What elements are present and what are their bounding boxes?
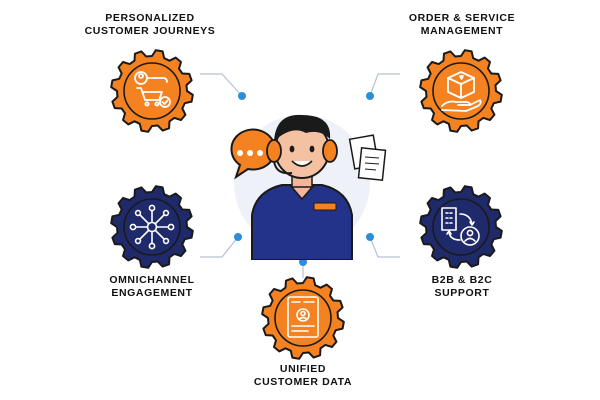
support-agent-illustration [210,95,390,261]
label-personalized: PERSONALIZED CUSTOMER JOURNEYS [70,12,230,38]
gear-unified [260,275,346,361]
network-hub-icon [129,204,175,250]
documents-icon [348,134,387,181]
label-unified-line1: UNIFIED [279,363,327,375]
dot-order [366,92,374,100]
label-personalized-line2: CUSTOMER JOURNEYS [84,25,216,37]
connector-order [369,73,400,97]
gear-personalized [109,48,195,134]
speech-bubble-icon [230,128,277,180]
headset-icon [266,139,338,175]
label-unified-line2: CUSTOMER DATA [253,376,353,388]
connector-b2b [369,236,400,258]
dot-b2b [366,233,374,241]
gear-order [418,48,504,134]
dot-omnichannel [234,233,242,241]
dot-unified [299,258,307,266]
label-order-line1: ORDER & SERVICE [408,12,516,24]
label-order: ORDER & SERVICE MANAGEMENT [382,12,542,38]
connector-omnichannel [200,236,239,258]
label-personalized-line1: PERSONALIZED [105,12,195,24]
label-omnichannel-line1: OMNICHANNEL [109,274,195,286]
connector-personalized [200,73,243,97]
label-b2b-line2: SUPPORT [434,287,490,299]
package-hand-icon [441,71,482,112]
label-b2b-line1: B2B & B2C [431,274,493,286]
shopping-journey-icon [134,71,171,108]
label-order-line2: MANAGEMENT [420,25,504,37]
label-omnichannel-line2: ENGAGEMENT [111,287,193,299]
gear-omnichannel [109,184,195,270]
label-omnichannel: OMNICHANNEL ENGAGEMENT [72,274,232,300]
gear-b2b [418,184,504,270]
building-person-icon [441,207,480,246]
customer-profile-icon [287,296,319,338]
label-unified: UNIFIED CUSTOMER DATA [223,363,383,389]
dot-personalized [238,92,246,100]
label-b2b: B2B & B2C SUPPORT [382,274,542,300]
